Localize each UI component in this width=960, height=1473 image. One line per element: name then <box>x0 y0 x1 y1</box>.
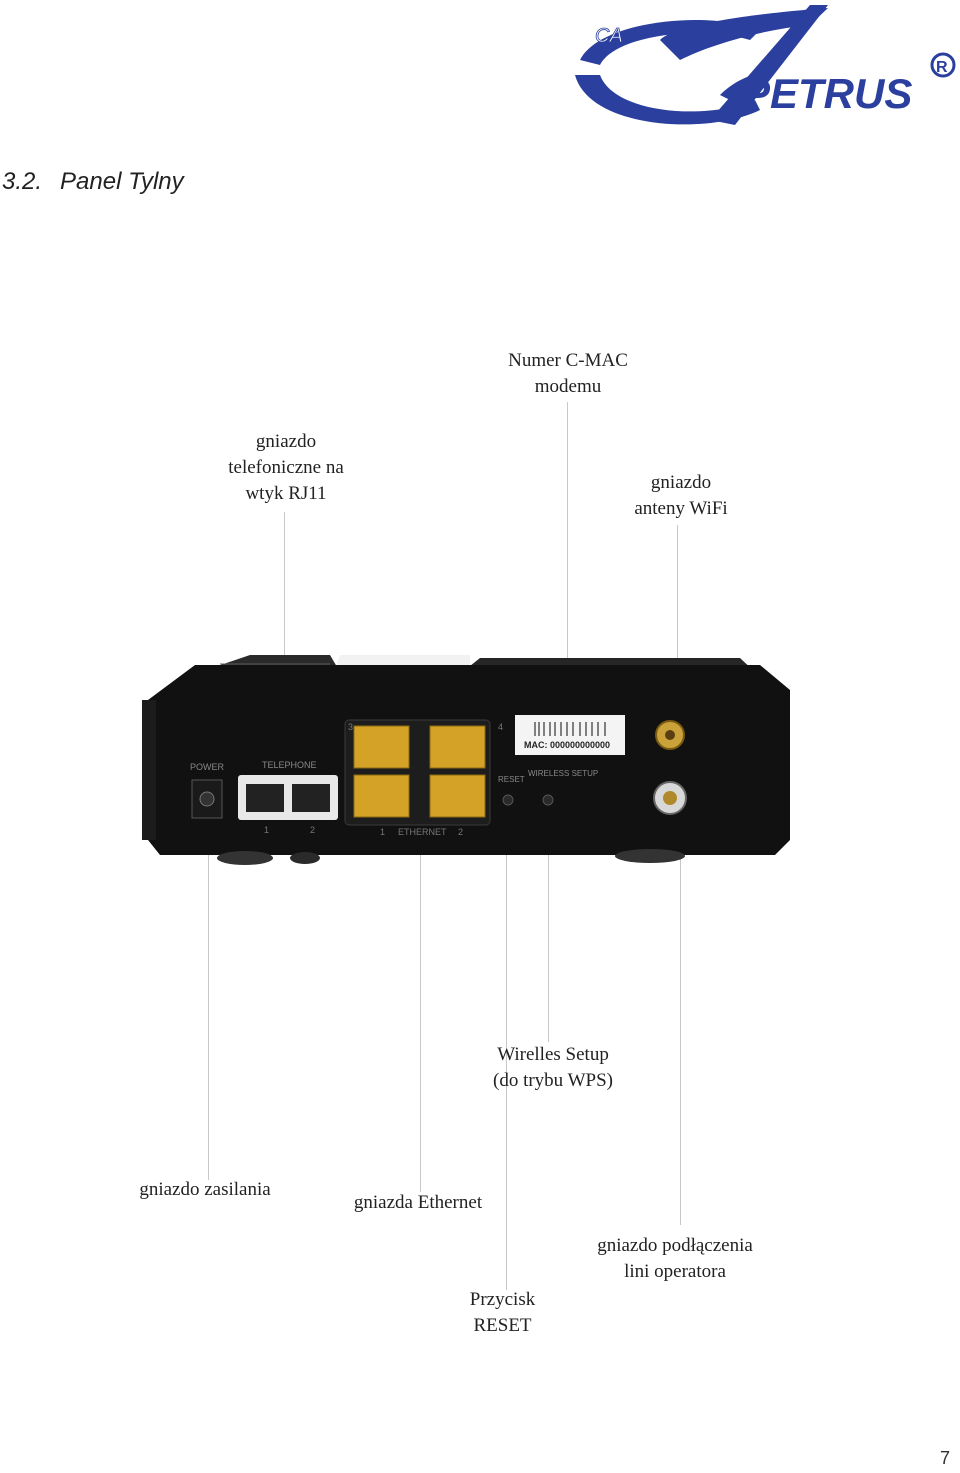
svg-text:RESET: RESET <box>498 775 525 784</box>
section-title: Panel Tylny <box>60 168 184 195</box>
svg-text:2: 2 <box>458 827 463 837</box>
leader-line-power <box>208 820 209 1180</box>
reset-button-icon <box>503 795 513 805</box>
panel-telephone-label: TELEPHONE <box>262 760 317 770</box>
label-telephone-socket: gniazdo telefoniczne na wtyk RJ11 <box>196 429 376 507</box>
panel-power-label: POWER <box>190 762 225 772</box>
svg-text:4: 4 <box>498 722 503 732</box>
logo-brand-text: PETRUS <box>742 70 912 117</box>
svg-text:1: 1 <box>380 827 385 837</box>
label-reset-button: Przycisk RESET <box>445 1287 560 1339</box>
logo-small-text: CA <box>595 25 623 47</box>
petrus-logo-graphic: CA PETRUS R <box>560 0 960 135</box>
company-logo: CA PETRUS R <box>560 0 960 135</box>
svg-text:1: 1 <box>264 825 269 835</box>
label-power-socket: gniazdo zasilania <box>118 1177 292 1203</box>
wireless-setup-button-icon <box>543 795 553 805</box>
svg-text:3: 3 <box>348 722 353 732</box>
label-wireless-setup: Wirelles Setup (do trybu WPS) <box>443 1042 663 1094</box>
label-wifi-antenna: gniazdo anteny WiFi <box>596 470 766 522</box>
svg-text:WIRELESS SETUP: WIRELESS SETUP <box>528 769 598 778</box>
leader-line-ethernet <box>420 830 421 1192</box>
logo-registered: R <box>936 59 948 76</box>
label-ethernet-sockets: gniazda Ethernet <box>331 1190 505 1216</box>
modem-rear-panel-image: POWER TELEPHONE 1 2 3 4 1 ETHERNET 2 <box>140 650 800 870</box>
svg-text:2: 2 <box>310 825 315 835</box>
section-number: 3.2. <box>2 168 42 195</box>
label-operator-socket: gniazdo podłączenia lini operatora <box>570 1233 780 1285</box>
mac-label-text: MAC: 000000000000 <box>524 740 610 750</box>
label-cmac: Numer C-MAC modemu <box>468 348 668 400</box>
page-number: 7 <box>940 1448 950 1469</box>
section-heading: 3.2. Panel Tylny <box>2 168 184 196</box>
svg-text:ETHERNET: ETHERNET <box>398 827 447 837</box>
